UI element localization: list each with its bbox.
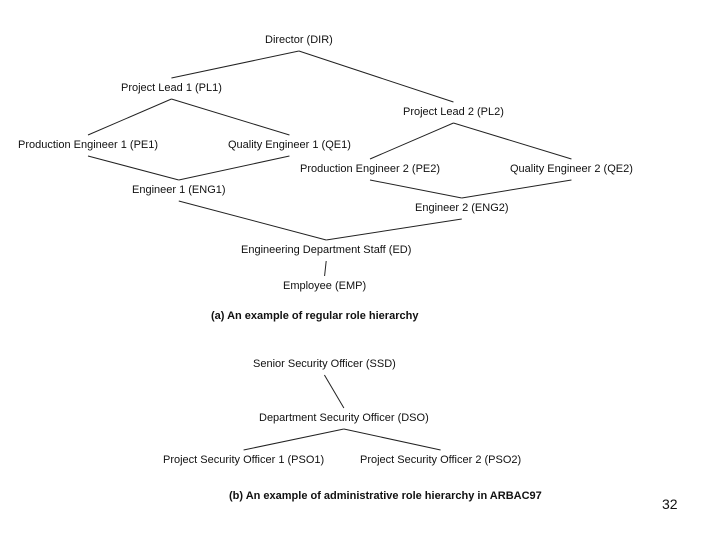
edge-dso-pso1 bbox=[243, 428, 344, 451]
edge-pl1-qe1 bbox=[171, 98, 290, 136]
page-number: 32 bbox=[662, 496, 678, 512]
role-engineering-department-staff: Engineering Department Staff (ED) bbox=[241, 244, 412, 257]
caption-administrative-hierarchy: (b) An example of administrative role hi… bbox=[229, 490, 542, 502]
caption-regular-hierarchy: (a) An example of regular role hierarchy bbox=[211, 310, 419, 322]
edge-ed-emp bbox=[324, 260, 327, 277]
role-project-lead-1: Project Lead 1 (PL1) bbox=[121, 82, 222, 95]
edge-eng2-ed bbox=[326, 218, 462, 241]
edge-dso-pso2 bbox=[343, 428, 441, 451]
role-department-security-officer: Department Security Officer (DSO) bbox=[259, 412, 429, 425]
role-project-security-officer-1: Project Security Officer 1 (PSO1) bbox=[163, 454, 325, 467]
edge-pe2-eng2 bbox=[369, 179, 462, 199]
role-production-engineer-1: Production Engineer 1 (PE1) bbox=[18, 139, 159, 152]
edge-dir-pl2 bbox=[298, 50, 454, 103]
role-production-engineer-2: Production Engineer 2 (PE2) bbox=[300, 163, 441, 176]
role-project-security-officer-2: Project Security Officer 2 (PSO2) bbox=[360, 454, 522, 467]
role-director: Director (DIR) bbox=[265, 34, 333, 47]
edge-ssd-dso bbox=[323, 374, 345, 409]
role-engineer-1: Engineer 1 (ENG1) bbox=[132, 184, 226, 197]
role-quality-engineer-1: Quality Engineer 1 (QE1) bbox=[228, 139, 351, 152]
role-engineer-2: Engineer 2 (ENG2) bbox=[415, 202, 509, 215]
edge-eng1-ed bbox=[178, 200, 327, 241]
role-employee: Employee (EMP) bbox=[283, 280, 367, 293]
edge-pl2-pe2 bbox=[369, 122, 454, 160]
edge-qe2-eng2 bbox=[461, 179, 572, 199]
edge-dir-pl1 bbox=[171, 50, 300, 79]
role-senior-security-officer: Senior Security Officer (SSD) bbox=[253, 358, 396, 371]
edge-qe1-eng1 bbox=[178, 155, 290, 181]
edge-pl2-qe2 bbox=[453, 122, 572, 160]
edge-pl1-pe1 bbox=[87, 98, 172, 136]
role-project-lead-2: Project Lead 2 (PL2) bbox=[403, 106, 504, 119]
edge-pe1-eng1 bbox=[87, 155, 179, 181]
role-quality-engineer-2: Quality Engineer 2 (QE2) bbox=[510, 163, 633, 176]
